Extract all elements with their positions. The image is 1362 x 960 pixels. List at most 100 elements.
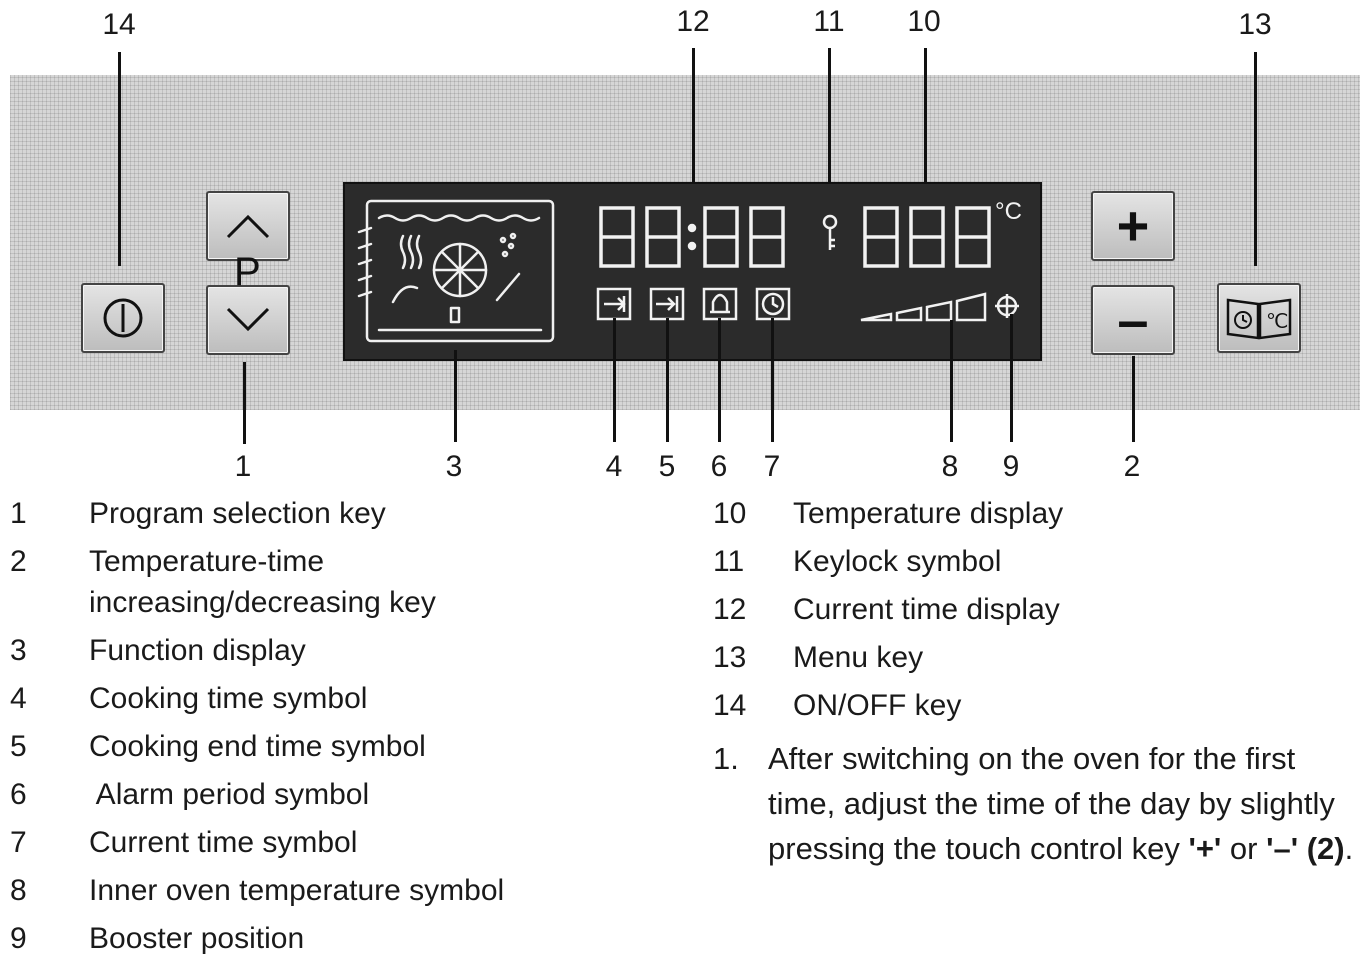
leader-3 <box>454 350 457 442</box>
instruction-space <box>1298 831 1307 866</box>
leader-5 <box>666 318 669 442</box>
inner-temperature-bars <box>860 292 987 322</box>
instruction-text: After switching on the oven for the firs… <box>768 736 1358 871</box>
legend-num: 6 <box>10 778 27 811</box>
callout-3: 3 <box>445 450 463 483</box>
temperature-display <box>863 206 991 268</box>
callout-6: 6 <box>710 450 728 483</box>
instruction-key-minus: '–' <box>1266 831 1299 866</box>
program-key-label: P <box>234 250 261 294</box>
legend-num: 1 <box>10 497 27 530</box>
program-down-key[interactable] <box>206 285 290 355</box>
legend-text: Booster position <box>89 922 305 955</box>
legend-text: Cooking end time symbol <box>89 730 426 763</box>
leader-7 <box>771 318 774 442</box>
legend-num: 3 <box>10 634 27 667</box>
leader-11 <box>828 48 831 208</box>
keylock-icon <box>822 214 838 250</box>
leader-12 <box>692 48 695 198</box>
menu-book-icon: ℃ <box>1226 298 1292 340</box>
chevron-down-icon <box>226 307 270 332</box>
minus-icon: – <box>1117 288 1149 351</box>
function-display <box>357 199 555 343</box>
callout-14: 14 <box>102 8 136 41</box>
legend-text: Keylock symbol <box>793 545 1002 578</box>
cooking-end-time-icon <box>649 287 685 321</box>
leader-6 <box>718 318 721 442</box>
svg-text:℃: ℃ <box>1266 311 1288 333</box>
legend-num: 11 <box>713 545 745 578</box>
callout-2: 2 <box>1123 450 1141 483</box>
callout-9: 9 <box>1002 450 1020 483</box>
program-up-key[interactable] <box>206 191 290 261</box>
booster-icon <box>995 294 1019 318</box>
oven-display: °C <box>343 182 1042 361</box>
callout-13: 13 <box>1238 8 1272 41</box>
legend-text: Program selection key <box>89 497 386 530</box>
callout-10: 10 <box>907 5 941 38</box>
alarm-bell-icon <box>702 287 738 321</box>
leader-1 <box>243 362 246 444</box>
shelf-level-icons <box>357 226 373 298</box>
legend-num: 9 <box>10 922 27 955</box>
instruction-key-plus: '+' <box>1188 831 1222 866</box>
menu-key[interactable]: ℃ <box>1217 283 1301 353</box>
legend-num: 13 <box>713 641 747 674</box>
current-time-display <box>599 206 785 268</box>
instruction-ref: (2) <box>1306 831 1345 866</box>
leader-14 <box>118 52 121 266</box>
bottom-heat-icon <box>391 285 419 304</box>
legend-text: Menu key <box>793 641 924 674</box>
legend-num: 14 <box>713 689 747 722</box>
grill-heat-icon <box>399 234 423 270</box>
light-icon <box>449 306 461 324</box>
plus-key[interactable]: + <box>1091 191 1175 261</box>
legend-num: 7 <box>10 826 27 859</box>
legend-text: Cooking time symbol <box>89 682 368 715</box>
legend-text: Temperature display <box>793 497 1064 530</box>
leader-8 <box>950 320 953 442</box>
legend-num: 8 <box>10 874 27 907</box>
fan-icon <box>432 242 488 298</box>
legend-num: 10 <box>713 497 747 530</box>
defrost-icon <box>499 232 517 258</box>
instruction-end: . <box>1344 831 1354 866</box>
instruction-or: or <box>1221 831 1267 866</box>
legend-text: ON/OFF key <box>793 689 962 722</box>
celsius-unit: °C <box>995 198 1022 225</box>
callout-1: 1 <box>234 450 252 483</box>
leader-9 <box>1010 314 1013 442</box>
legend-text-continued: increasing/decreasing key <box>89 586 436 619</box>
callout-4: 4 <box>605 450 623 483</box>
callout-8: 8 <box>941 450 959 483</box>
legend-text: Inner oven temperature symbol <box>89 874 505 907</box>
callout-12: 12 <box>676 5 710 38</box>
pizza-icon <box>495 272 521 302</box>
on-off-key[interactable] <box>81 283 165 353</box>
leader-4 <box>613 318 616 442</box>
power-icon <box>103 298 143 338</box>
leader-13 <box>1254 52 1257 266</box>
callout-11: 11 <box>813 5 845 38</box>
legend-text: Current time symbol <box>89 826 358 859</box>
legend-num: 5 <box>10 730 27 763</box>
clock-icon <box>755 287 791 321</box>
legend-num: 4 <box>10 682 27 715</box>
legend-num: 12 <box>713 593 747 626</box>
cooking-time-icon <box>596 287 632 321</box>
legend-text: Alarm period symbol <box>89 778 370 811</box>
legend-text: Function display <box>89 634 306 667</box>
legend-text: Temperature-time <box>89 545 325 578</box>
callout-5: 5 <box>658 450 676 483</box>
instruction-step-number: 1. <box>713 741 739 776</box>
legend-num: 2 <box>10 545 27 578</box>
instruction-body: After switching on the oven for the firs… <box>768 741 1335 866</box>
minus-key[interactable]: – <box>1091 285 1175 355</box>
plus-icon: + <box>1116 194 1150 257</box>
display-graphics <box>357 199 1019 343</box>
leader-2 <box>1132 356 1135 442</box>
leader-10 <box>924 48 927 198</box>
callout-7: 7 <box>763 450 781 483</box>
legend-text: Current time display <box>793 593 1060 626</box>
chevron-up-icon <box>226 214 270 239</box>
